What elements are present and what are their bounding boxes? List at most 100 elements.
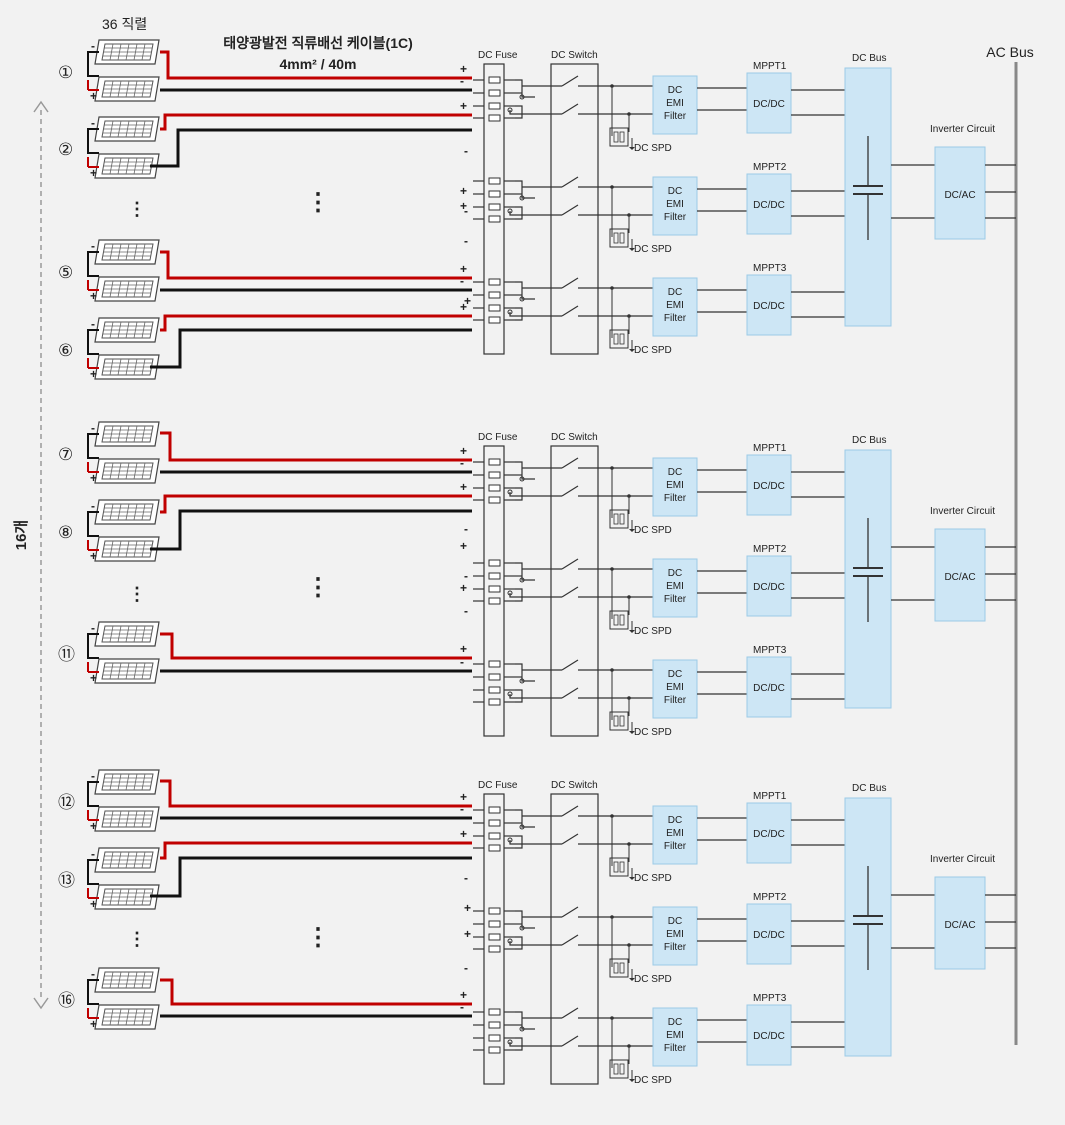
dcdc-label: DC/DC [753, 1031, 785, 1042]
panel-grid-line [141, 358, 146, 376]
plus-sign: + [90, 471, 97, 485]
fuse-icon [488, 190, 501, 198]
panel-grid-line [141, 43, 146, 61]
dc-fuse-column [483, 793, 505, 1085]
panel-grid-line [125, 888, 130, 906]
panel-grid-line [141, 503, 146, 521]
solar-panel-icon [94, 153, 160, 179]
node [519, 577, 525, 583]
switch-blade-icon [561, 457, 579, 469]
plus-sign: + [90, 89, 97, 103]
merge-wire [515, 910, 535, 929]
dcac-label: DC/AC [944, 190, 975, 201]
panel-grid-line [109, 120, 114, 138]
plus-sign: + [460, 539, 467, 553]
positive-cable [160, 779, 472, 808]
emi-label: Filter [664, 493, 687, 504]
plus-sign: + [460, 827, 467, 841]
panel-grid-line [141, 773, 146, 791]
switch-blade-icon [561, 485, 579, 497]
solar-panel-icon [94, 499, 160, 525]
string-number: ② [58, 140, 73, 159]
plus-sign: + [460, 581, 467, 595]
panel-grid-line [117, 425, 122, 443]
dcdc-label: DC/DC [753, 829, 785, 840]
fuse-icon [488, 89, 501, 97]
merge-wire [515, 105, 523, 119]
panel-grid-line [109, 157, 114, 175]
spd-icon [619, 232, 625, 244]
plus-sign: + [460, 642, 467, 656]
spd-icon [613, 1063, 619, 1075]
panel-grid-line [133, 157, 138, 175]
fuse-icon [488, 933, 501, 941]
panel-grid-line [141, 321, 146, 339]
string-jumper [87, 633, 99, 659]
series-label: 36 직렬 [102, 16, 147, 32]
minus-sign: - [460, 274, 464, 288]
panel-grid-line [125, 540, 130, 558]
pv-string: -+⑦ [58, 421, 160, 485]
plus-sign: + [90, 549, 97, 563]
solar-panel-icon [94, 317, 160, 343]
mppt-label: MPPT1 [753, 791, 787, 802]
panel-grid-line [133, 625, 138, 643]
plus-sign: + [90, 367, 97, 381]
panel-grid-line [117, 971, 122, 989]
panel-grid-line [125, 280, 130, 298]
ellipsis: ⋮ [306, 924, 330, 951]
pv-string: -+⑪ [58, 621, 160, 685]
panel-grid-line [141, 625, 146, 643]
cable-spec: 4mm² / 40m [279, 56, 356, 72]
spd-icon [619, 861, 625, 873]
panel-grid-line [133, 971, 138, 989]
mppt-label: MPPT3 [753, 263, 787, 274]
fuse-icon [488, 1034, 501, 1042]
switch-blade-icon [561, 75, 579, 87]
node [519, 476, 525, 482]
ac-bus-label: AC Bus [986, 44, 1033, 60]
fuse-icon [488, 844, 501, 852]
dcdc-label: DC/DC [753, 582, 785, 593]
ellipsis: ⋮ [306, 189, 330, 216]
minus-sign: - [464, 604, 468, 618]
plus-sign: + [464, 901, 471, 915]
plus-sign: + [460, 62, 467, 76]
mppt-label: MPPT1 [753, 61, 787, 72]
panel-grid-line [117, 80, 122, 98]
string-jumper [87, 979, 99, 1005]
emi-label: DC [668, 85, 682, 96]
emi-label: EMI [666, 480, 684, 491]
minus-sign: - [464, 961, 468, 975]
mppt-box [746, 1004, 792, 1066]
positive-cable [160, 494, 472, 514]
plus-sign: + [460, 99, 467, 113]
inverter-label: Inverter Circuit [930, 124, 995, 135]
spd-icon [609, 1059, 629, 1079]
switch-blade-icon [561, 833, 579, 845]
bus-wire [509, 211, 562, 216]
string-number: ⑯ [58, 991, 75, 1010]
string-number: ⑥ [58, 341, 73, 360]
string-jumper [87, 859, 99, 885]
minus-sign: - [464, 204, 468, 218]
fuse-icon [488, 471, 501, 479]
switch-blade-icon [561, 659, 579, 671]
fuse-icon [488, 291, 501, 299]
merge-wire [515, 1037, 523, 1051]
fuse-icon [488, 102, 501, 110]
emi-label: EMI [666, 828, 684, 839]
panel-grid-line [109, 80, 114, 98]
panel-grid-line [109, 971, 114, 989]
panel-grid-line [133, 358, 138, 376]
plus-sign: + [90, 1017, 97, 1031]
dc-spd-label: DC SPD [634, 727, 672, 738]
solar-panel-icon [94, 967, 160, 993]
emi-label: DC [668, 287, 682, 298]
string-number: ⑬ [58, 871, 75, 890]
switch-blade-icon [561, 1007, 579, 1019]
fuse-icon [488, 920, 501, 928]
dc-spd-label: DC SPD [634, 626, 672, 637]
panel-grid-line [117, 625, 122, 643]
mppt-box [746, 454, 792, 516]
